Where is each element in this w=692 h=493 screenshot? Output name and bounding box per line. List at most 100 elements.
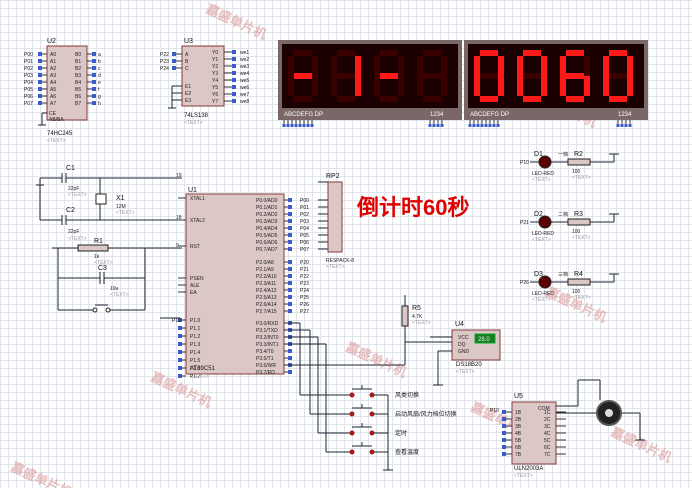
pin-marker [178, 358, 182, 362]
u5-part: ULN2003A [514, 466, 543, 472]
u2-pin-label: A3 [50, 73, 56, 79]
u1-at89c51[interactable]: U1 XTAL1XTAL2RSTPSENALEEAP1.0P1.1P1.2P1.… [160, 173, 328, 380]
u1-pin-xtal1-num: 19 [176, 173, 182, 179]
u5-pin-label: 3B [515, 424, 522, 430]
segment [374, 76, 380, 96]
reset-circuit[interactable]: R1 1k <TEXT> C3 10u <TEXT> [52, 238, 182, 313]
u3-body [181, 45, 225, 107]
net-label: P02 [300, 212, 309, 218]
net-label: P03 [24, 73, 33, 79]
net-label: P25 [300, 295, 309, 301]
u1-pin-label: P0.4/AD4 [256, 226, 278, 232]
net-label: P21 [520, 220, 529, 226]
segment [498, 76, 504, 96]
resistor-value: 100 [572, 229, 581, 235]
u1-pin-label: P1.6 [190, 366, 201, 372]
segment [312, 56, 318, 76]
led-part: LED-RED [532, 231, 554, 237]
u2-ref: U2 [47, 38, 56, 45]
u1-pin-label: P3.5/T1 [256, 356, 274, 362]
pin-marker [288, 288, 292, 292]
button-contact [369, 449, 375, 455]
pin-marker [628, 124, 632, 127]
x1-text: <TEXT> [116, 210, 135, 216]
net-label: P01 [300, 205, 309, 211]
temperature-sensor-circuit[interactable]: R5 4.7K <TEXT> U4 VCC DQ GND 28.0 DS18B2… [401, 295, 501, 386]
c1-ref: C1 [66, 165, 75, 172]
u1-pin-label: P0.3/AD3 [256, 219, 278, 225]
segment [398, 76, 404, 96]
u4-part: DS18B20 [456, 362, 482, 368]
u5-pin-label: 6B [515, 445, 522, 451]
net-label: P05 [24, 87, 33, 93]
display-left[interactable]: ABCDEFG DP 1234 [278, 40, 462, 120]
segment [423, 73, 441, 79]
digit [560, 50, 590, 102]
u5-pin-label: 3C [544, 424, 551, 430]
pin-marker [288, 240, 292, 244]
watermark: 嘉盛单片机 [203, 1, 269, 42]
u3-pin-label: Y6 [212, 92, 218, 98]
rp2-respack[interactable]: RP2 RESPACK-8 <TEXT> [318, 173, 354, 270]
c3-ref: C3 [98, 265, 107, 272]
u1-pin-label: P3.0/RXD [256, 321, 279, 327]
u3-ref: U3 [184, 38, 193, 45]
pin-marker [282, 124, 286, 127]
pin-marker [288, 295, 292, 299]
u3-pin-label: C [185, 66, 189, 72]
display-right[interactable]: ABCDEFG DP 1234 [464, 40, 648, 120]
u2-pin-ce: CE [49, 111, 57, 117]
pin-marker [294, 124, 298, 127]
pin-marker [92, 101, 96, 105]
net-label: P26 [520, 280, 529, 286]
push-button[interactable]: 查看温度 [326, 442, 419, 456]
u2-74hc245[interactable]: U2 A0P00A1P01A2P02A3P03A4P04A5P05A6P06A7… [24, 38, 101, 144]
button-contact [349, 411, 355, 417]
u3-pin-label: Y4 [212, 78, 218, 84]
segment [523, 96, 541, 102]
pin-marker [92, 87, 96, 91]
segment [584, 76, 590, 96]
net-label: we5 [240, 78, 249, 84]
push-button[interactable]: 启动风扇/风力档位切换 [310, 404, 457, 418]
oscillator-circuit[interactable]: C1 22pF <TEXT> C2 22pF <TEXT> X1 12M <TE… [36, 165, 182, 242]
u1-pin-label: P2.6/A14 [256, 302, 277, 308]
u1-pin-label: P3.1/TXD [256, 328, 278, 334]
pin-marker [440, 124, 444, 127]
u1-pin-xtal2-num: 18 [176, 215, 182, 221]
segment [423, 50, 441, 56]
u2-pin-label: A6 [50, 94, 56, 100]
push-button[interactable]: 风类切换 [300, 385, 419, 399]
segment [441, 56, 447, 76]
pin-marker [502, 431, 506, 435]
pin-marker [432, 124, 436, 127]
u1-pin-label: P0.5/AD5 [256, 233, 278, 239]
r1-body [77, 244, 109, 252]
pin-marker [232, 71, 236, 75]
u5-pin-label: 7B [515, 452, 522, 458]
pin-marker [288, 267, 292, 271]
segment [566, 96, 584, 102]
segment [288, 76, 294, 96]
u5-pin-label: 1B [515, 410, 522, 416]
u3-pin-label: Y5 [212, 85, 218, 91]
net-label: h [98, 101, 101, 107]
pin-marker [484, 124, 488, 127]
pin-marker [502, 417, 506, 421]
u2-pin-label: A1 [50, 59, 56, 65]
push-button[interactable]: 定时 [318, 423, 407, 437]
segment [523, 73, 541, 79]
segment [337, 50, 355, 56]
display-right-com-label: 1234 [618, 112, 632, 118]
pin-marker [288, 219, 292, 223]
u4-ref: U4 [455, 321, 464, 328]
u3-pin-label: Y7 [212, 99, 218, 105]
